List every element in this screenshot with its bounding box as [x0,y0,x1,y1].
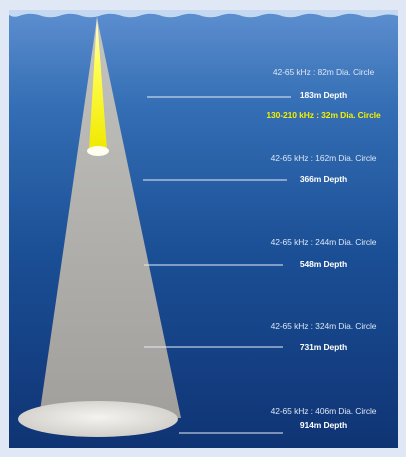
beam-spec-label-548m: 42-65 kHz : 244m Dia. Circle [270,237,377,247]
beam-spec-label-731m: 42-65 kHz : 324m Dia. Circle [270,321,377,331]
wide-beam-footprint [18,401,178,437]
beam-spec-label-366m: 42-65 kHz : 162m Dia. Circle [270,153,377,163]
depth-label-366m: 366m Depth [299,174,348,184]
depth-label-914m: 914m Depth [299,420,348,430]
wide-beam-cone [39,18,181,418]
ocean-background: 42-65 kHz : 82m Dia. Circle 183m Depth 1… [9,10,398,448]
depth-label-731m: 731m Depth [299,342,348,352]
beam-spec-label-914m: 42-65 kHz : 406m Dia. Circle [270,406,377,416]
narrow-beam-cone [89,16,107,150]
narrow-beam-footprint [87,146,109,156]
beam-spec-label-183m: 42-65 kHz : 82m Dia. Circle [272,67,375,77]
depth-label-183m: 183m Depth [299,90,348,100]
depth-label-548m: 548m Depth [299,259,348,269]
water-surface-waves [9,10,398,18]
sonar-beam-diagram [9,10,398,437]
high-frequency-beam-label: 130-210 kHz : 32m Dia. Circle [266,110,381,120]
